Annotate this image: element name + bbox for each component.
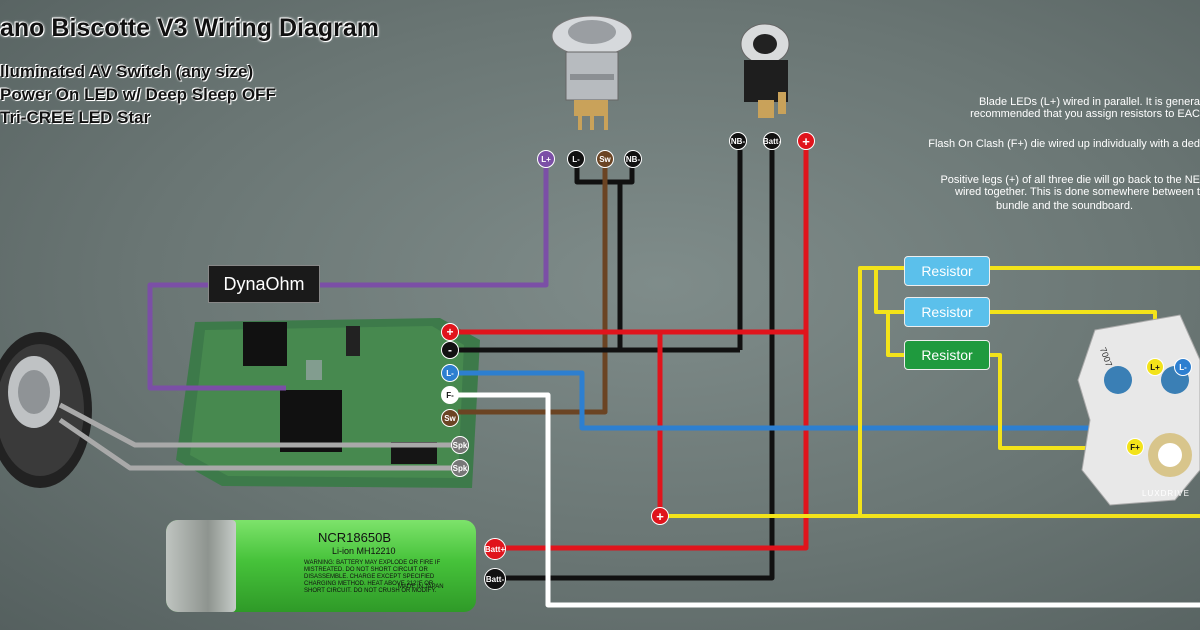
pad-led-fplus: F+ bbox=[1126, 438, 1144, 456]
pad-board-fminus: F- bbox=[441, 386, 459, 404]
battery-type: Li-ion MH12210 bbox=[332, 546, 396, 556]
note-2: Flash On Clash (F+) die wired up individ… bbox=[928, 138, 1200, 150]
pad-board-sw: Sw bbox=[441, 409, 459, 427]
pad-board-plus: + bbox=[441, 323, 459, 341]
pad-board-spk1: Spk bbox=[451, 436, 469, 454]
pin-port-plus: + bbox=[797, 132, 815, 150]
feature-1: lluminated AV Switch (any size) bbox=[0, 62, 254, 81]
page-title: ano Biscotte V3 Wiring Diagram bbox=[0, 14, 380, 42]
battery-cap bbox=[166, 520, 236, 612]
led-star bbox=[1077, 314, 1200, 506]
pin-port-nb: NB- bbox=[729, 132, 747, 150]
led-star-brand: LUXDRIVE bbox=[1142, 489, 1191, 498]
junction-plus: + bbox=[651, 507, 669, 525]
speaker-icon bbox=[0, 332, 92, 488]
resistor-2: Resistor bbox=[904, 297, 990, 327]
pad-batt-minus: Batt- bbox=[484, 568, 506, 590]
note-3b: wired together. This is done somewhere b… bbox=[955, 186, 1200, 198]
pad-led-lplus: L+ bbox=[1146, 358, 1164, 376]
recharge-port-icon bbox=[740, 23, 790, 118]
battery-origin: MADE IN JAPAN bbox=[398, 584, 444, 590]
resistor-1: Resistor bbox=[904, 256, 990, 286]
feature-3: Tri-CREE LED Star bbox=[0, 108, 151, 127]
feature-2: Power On LED w/ Deep Sleep OFF bbox=[0, 85, 276, 104]
note-3a: Positive legs (+) of all three die will … bbox=[940, 174, 1200, 186]
pin-switch-sw: Sw bbox=[596, 150, 614, 168]
pin-port-batt: Batt- bbox=[763, 132, 781, 150]
pad-board-minus: - bbox=[441, 341, 459, 359]
pin-switch-lminus: L- bbox=[567, 150, 585, 168]
av-switch-icon bbox=[551, 15, 633, 130]
pad-led-lminus: L- bbox=[1174, 358, 1192, 376]
resistor-3: Resistor bbox=[904, 340, 990, 370]
battery-warning: WARNING: BATTERY MAY EXPLODE OR FIRE IF … bbox=[304, 560, 441, 594]
pin-switch-lplus: L+ bbox=[537, 150, 555, 168]
battery-model: NCR18650B bbox=[318, 530, 391, 545]
pad-board-spk2: Spk bbox=[451, 459, 469, 477]
pad-board-lminus: L- bbox=[441, 364, 459, 382]
note-1b: recommended that you assign resistors to… bbox=[970, 108, 1200, 120]
dynaohm-box: DynaOhm bbox=[208, 265, 320, 303]
soundboard bbox=[176, 318, 480, 488]
note-3c: bundle and the soundboard. bbox=[996, 200, 1134, 212]
pad-batt-plus: Batt+ bbox=[484, 538, 506, 560]
pin-switch-nb: NB- bbox=[624, 150, 642, 168]
note-1a: Blade LEDs (L+) wired in parallel. It is… bbox=[978, 96, 1200, 108]
